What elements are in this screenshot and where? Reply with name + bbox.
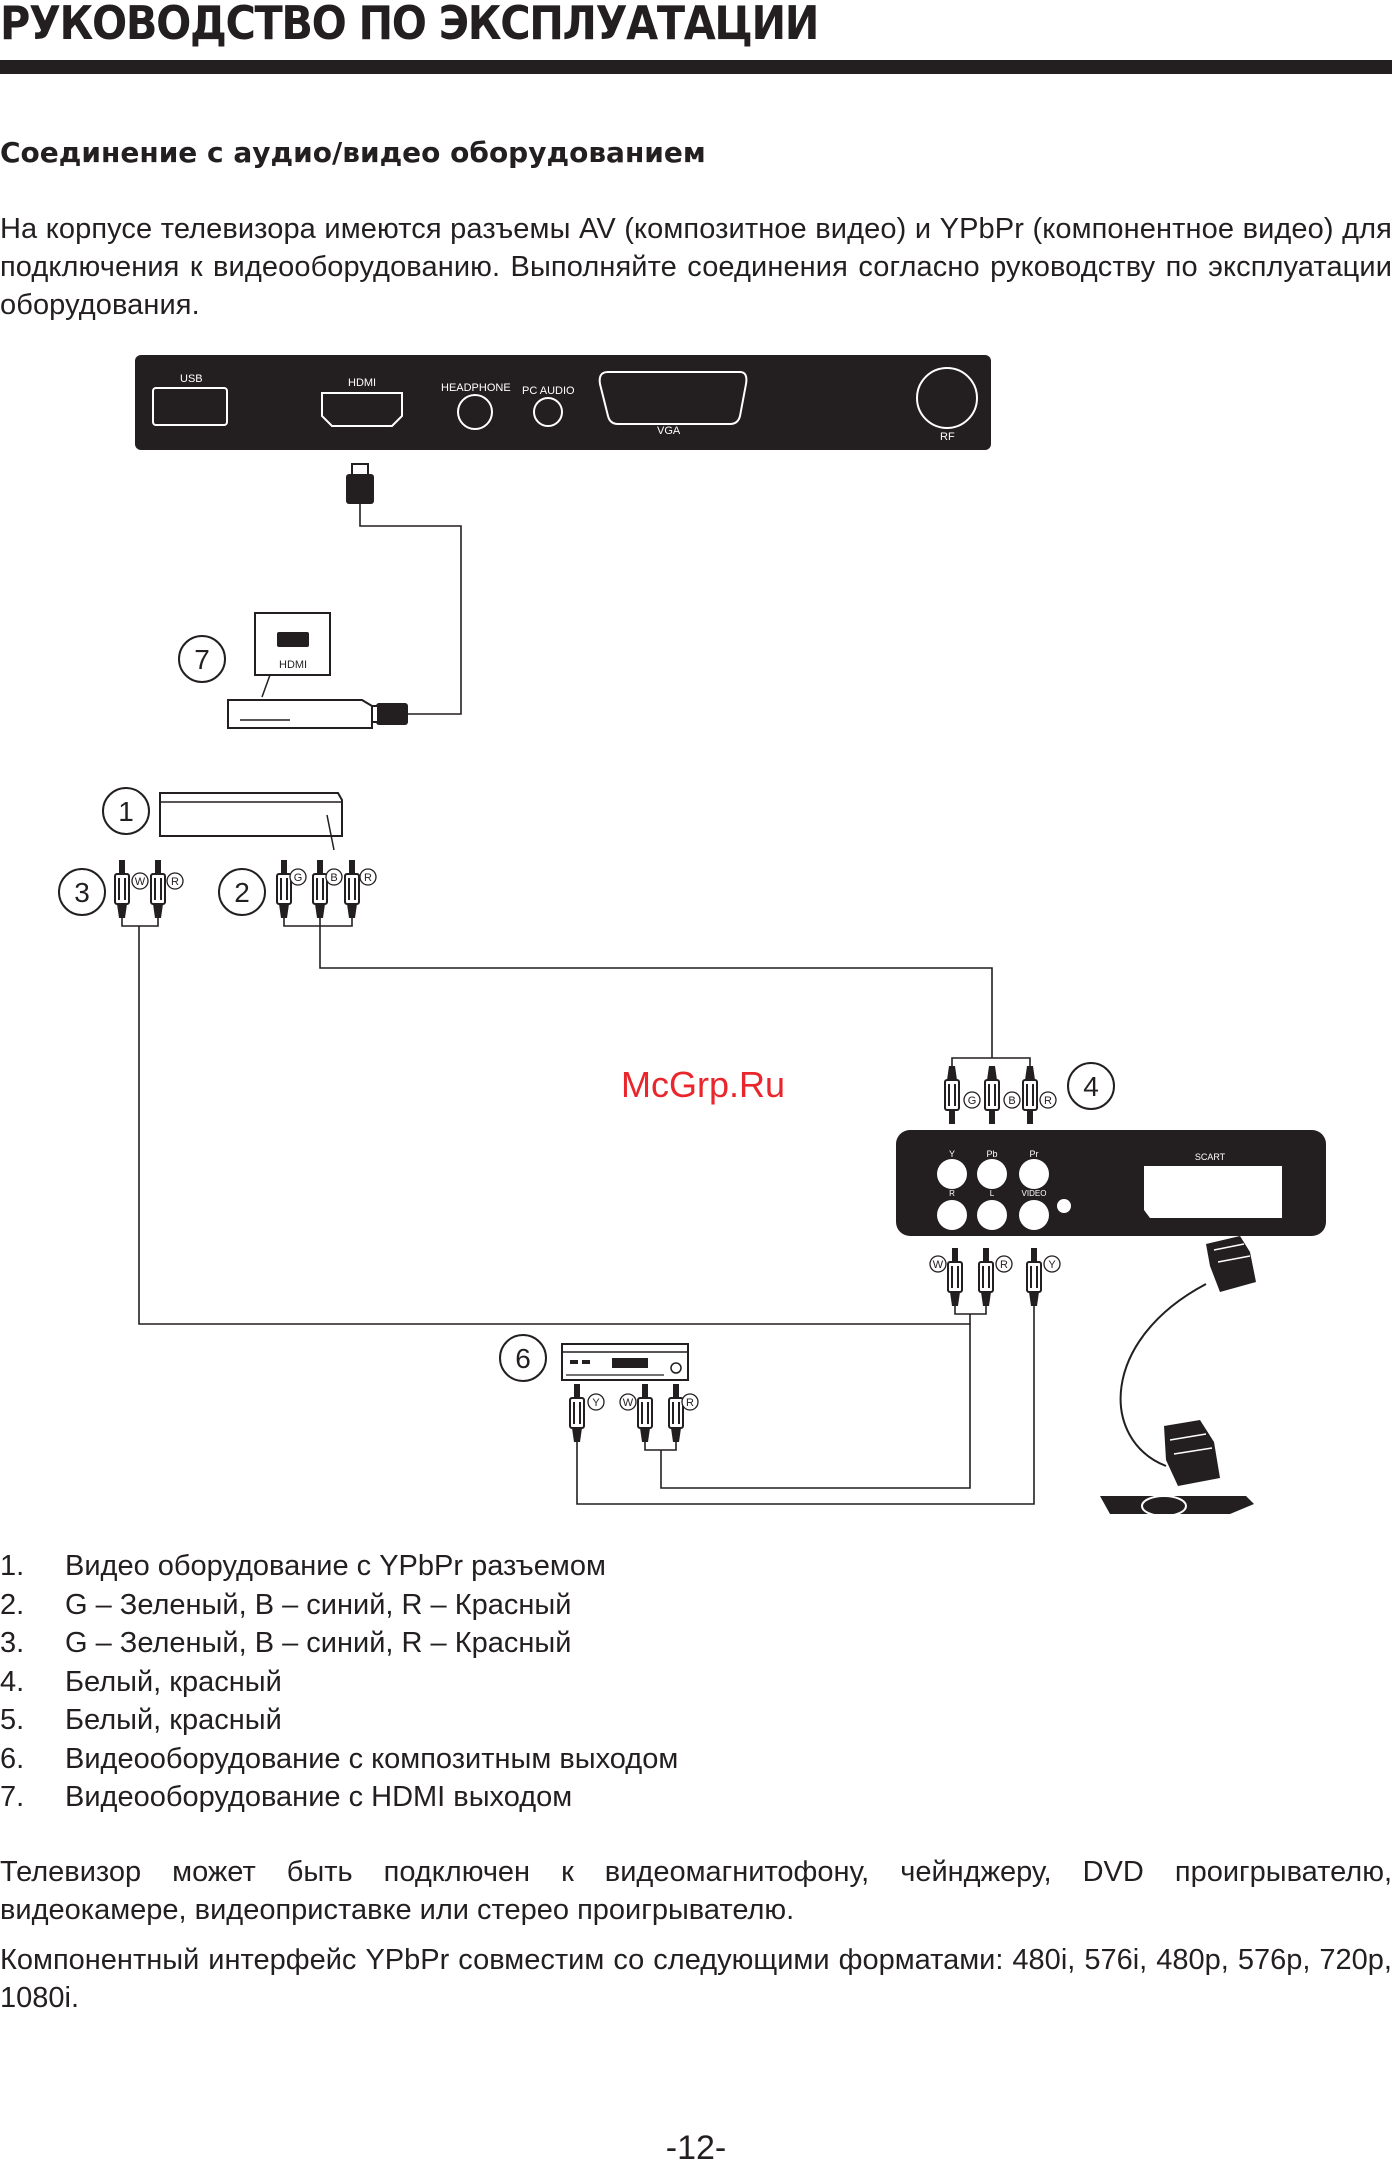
audio-r-jack (937, 1200, 967, 1230)
svg-text:R: R (171, 876, 179, 888)
audio-cable (138, 926, 971, 1325)
component-cable (319, 918, 993, 1058)
headphone-jack (457, 394, 493, 430)
usb-port (152, 387, 228, 426)
hdmi-cable (346, 463, 462, 725)
audio-l-jack (977, 1200, 1007, 1230)
headphone-jack-label: HEADPHONE (441, 382, 511, 394)
watermark: McGrp.Ru (621, 1064, 785, 1105)
svg-text:B: B (1008, 1095, 1015, 1107)
hdmi-port-label: HDMI (348, 377, 376, 389)
y-jack (937, 1159, 967, 1189)
svg-text:6: 6 (515, 1343, 531, 1374)
callout-4: 3 (58, 868, 106, 916)
video-jack-label: VIDEO (1022, 1189, 1047, 1198)
usb-port-label: USB (180, 373, 203, 385)
title-rule (0, 60, 1392, 74)
connection-diagram: USB HDMI HEADPHONE PC AUDIO VGA RF HDMI … (58, 355, 1326, 1517)
callout-7: 7 (178, 635, 226, 683)
rf-port-label: RF (940, 431, 955, 443)
l-jack-label: L (990, 1189, 995, 1198)
pc-audio-jack (533, 397, 563, 427)
y-jack-label: Y (949, 1149, 955, 1159)
svg-text:W: W (933, 1259, 944, 1271)
callout-3: 4 (1067, 1062, 1115, 1110)
tv-side-panel: Y Pb Pr R L VIDEO SCART (896, 1130, 1326, 1236)
list-item: 3.G – Зеленый, B – синий, R – Красный (0, 1627, 572, 1659)
scart-label: SCART (1195, 1152, 1226, 1162)
svg-text:4: 4 (1083, 1071, 1099, 1102)
svg-text:1: 1 (118, 796, 134, 827)
svg-text:B: B (330, 872, 337, 884)
plug-group-5: W R (929, 1247, 1013, 1315)
pr-jack-label: Pr (1030, 1149, 1039, 1159)
scart-cable (1100, 1236, 1256, 1517)
vga-port-label: VGA (657, 425, 681, 437)
plug-group-6: Y W R (569, 1383, 699, 1451)
intro-paragraph: На корпусе телевизора имеются разъемы AV… (0, 213, 1392, 321)
list-item: 1.Видео оборудование с YPbPr разъемом (0, 1550, 606, 1582)
pr-jack (1019, 1159, 1049, 1189)
svg-text:W: W (623, 1397, 634, 1409)
pb-jack (977, 1159, 1007, 1189)
svg-text:2: 2 (234, 877, 250, 908)
composite-source-device (561, 1343, 689, 1381)
composite-audio-cable (660, 1324, 971, 1489)
pb-jack-label: Pb (986, 1149, 997, 1159)
compatible-devices-paragraph: Телевизор может быть подключен к видеома… (0, 1856, 1392, 1926)
section-heading: Соединение с аудио/видео оборудованием (0, 136, 706, 169)
list-item: 4.Белый, красный (0, 1665, 282, 1698)
svg-text:R: R (686, 1397, 694, 1409)
svg-text:7: 7 (194, 644, 210, 675)
pc-audio-jack-label: PC AUDIO (522, 385, 575, 397)
composite-video-cable (576, 1306, 1035, 1505)
indicator-dot (1057, 1199, 1071, 1213)
list-item: 6.Видеооборудование с композитным выходо… (0, 1742, 679, 1775)
svg-text:G: G (294, 872, 303, 884)
page-number: -12- (665, 2129, 727, 2167)
plug-group-4: W R (114, 859, 184, 927)
list-item: 2.G – Зеленый, B – синий, R – Красный (0, 1588, 572, 1621)
hdmi-port (321, 392, 403, 427)
tv-rear-panel: USB HDMI HEADPHONE PC AUDIO VGA RF (135, 355, 991, 450)
svg-text:W: W (135, 876, 146, 888)
ypbpr-source-device (159, 792, 343, 851)
legend-list: 1.Видео оборудование с YPbPr разъемом 2.… (0, 1547, 678, 1817)
callout-6: 6 (499, 1334, 547, 1382)
plug-group-2: G B R (276, 859, 377, 927)
callout-2: 2 (218, 868, 266, 916)
svg-text:R: R (1000, 1259, 1008, 1271)
svg-text:Y: Y (592, 1397, 600, 1409)
rf-port (916, 367, 978, 429)
scart-port (1144, 1166, 1282, 1218)
svg-text:R: R (1044, 1095, 1052, 1107)
vga-port (598, 371, 748, 425)
list-item: 5.Белый, красный (0, 1704, 282, 1736)
hdmi-device-label: HDMI (279, 659, 307, 671)
hdmi-source-device: HDMI (227, 612, 373, 729)
video-jack (1019, 1200, 1049, 1230)
svg-text:R: R (364, 872, 372, 884)
svg-text:G: G (968, 1095, 977, 1107)
r-jack-label: R (949, 1189, 955, 1198)
page-title: РУКОВОДСТВО ПО ЭКСПЛУАТАЦИИ (0, 0, 819, 50)
plug-group-3: G B R (944, 1057, 1057, 1125)
list-item: 7.Видеооборудование с HDMI выходом (0, 1781, 573, 1813)
plug-y-tv: Y (1026, 1247, 1061, 1307)
formats-paragraph: Компонентный интерфейс YPbPr совместим с… (0, 1944, 1392, 2014)
svg-text:Y: Y (1048, 1259, 1056, 1271)
svg-text:3: 3 (74, 877, 90, 908)
callout-1: 1 (102, 787, 150, 835)
